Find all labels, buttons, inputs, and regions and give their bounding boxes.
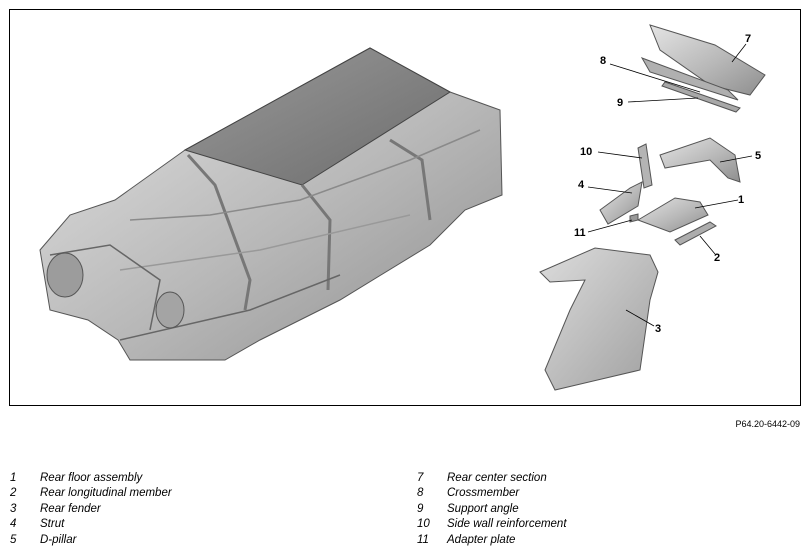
- legend-number: 3: [10, 502, 17, 515]
- callout-4: 4: [578, 179, 585, 191]
- callout-1: 1: [738, 194, 744, 206]
- callout-5: 5: [755, 150, 761, 162]
- legend-label: Adapter plate: [447, 533, 516, 546]
- legend-label: Rear center section: [447, 471, 547, 484]
- legend-label: Crossmember: [447, 487, 520, 500]
- legend-item: 2 Rear longitudinal member: [10, 486, 172, 502]
- leader-lines: [587, 43, 753, 327]
- legend-number: 2: [10, 487, 17, 500]
- car-body-shell: [39, 47, 503, 361]
- legend-item: 11 Adapter plate: [417, 532, 567, 548]
- side-wall-reinforcement-part: [637, 143, 653, 189]
- callout-10: 10: [580, 146, 592, 158]
- callout-11: 11: [574, 227, 586, 239]
- rear-center-section-part: [649, 24, 766, 96]
- legend-number: 11: [417, 533, 429, 546]
- legend-label: Side wall reinforcement: [447, 518, 567, 531]
- legend-item: 10 Side wall reinforcement: [417, 517, 567, 533]
- rear-floor-assembly-part: [636, 197, 709, 233]
- legend-left: 1 Rear floor assembly 2 Rear longitudinal …: [10, 470, 172, 548]
- legend-label: Rear fender: [40, 502, 101, 515]
- callout-3: 3: [655, 323, 661, 335]
- diagram-frame: 7 8 9 10 5 4 1 11 2 3: [9, 9, 801, 406]
- callout-9: 9: [617, 97, 623, 109]
- legend-number: 10: [417, 518, 430, 531]
- rear-fender-part: [539, 247, 659, 391]
- rear-longitudinal-member-part: [674, 221, 717, 246]
- legend-number: 1: [10, 471, 17, 484]
- legend-label: Support angle: [447, 502, 519, 515]
- crossmember-part: [640, 57, 739, 101]
- legend-label: Rear longitudinal member: [40, 487, 172, 500]
- d-pillar-part: [659, 137, 741, 183]
- legend-label: Rear floor assembly: [40, 471, 143, 484]
- callout-7: 7: [745, 33, 751, 45]
- legend-item: 8 Crossmember: [417, 486, 567, 502]
- legend-right: 7 Rear center section 8 Crossmember 9 Suppo…: [417, 470, 567, 548]
- legend-number: 8: [417, 487, 424, 500]
- legend-item: 3 Rear fender: [10, 501, 172, 517]
- legend-item: 5 D-pillar: [10, 532, 172, 548]
- legend-number: 5: [10, 533, 17, 546]
- support-angle-part: [661, 81, 741, 113]
- legend-label: D-pillar: [40, 533, 77, 546]
- callout-8: 8: [600, 55, 606, 67]
- legend-item: 1 Rear floor assembly: [10, 470, 172, 486]
- legend-item: 7 Rear center section: [417, 470, 567, 486]
- legend-label: Strut: [40, 518, 65, 531]
- diagram-canvas: 7 8 9 10 5 4 1 11 2 3: [39, 24, 766, 391]
- legend-item: 9 Support angle: [417, 501, 567, 517]
- reference-code: P64.20-6442-09: [735, 419, 800, 429]
- legend-item: 4 Strut: [10, 517, 172, 533]
- legend-number: 4: [10, 518, 17, 531]
- legend-number: 9: [417, 502, 424, 515]
- adapter-plate-part: [629, 213, 639, 223]
- callout-2: 2: [714, 252, 720, 264]
- legend-number: 7: [417, 471, 424, 484]
